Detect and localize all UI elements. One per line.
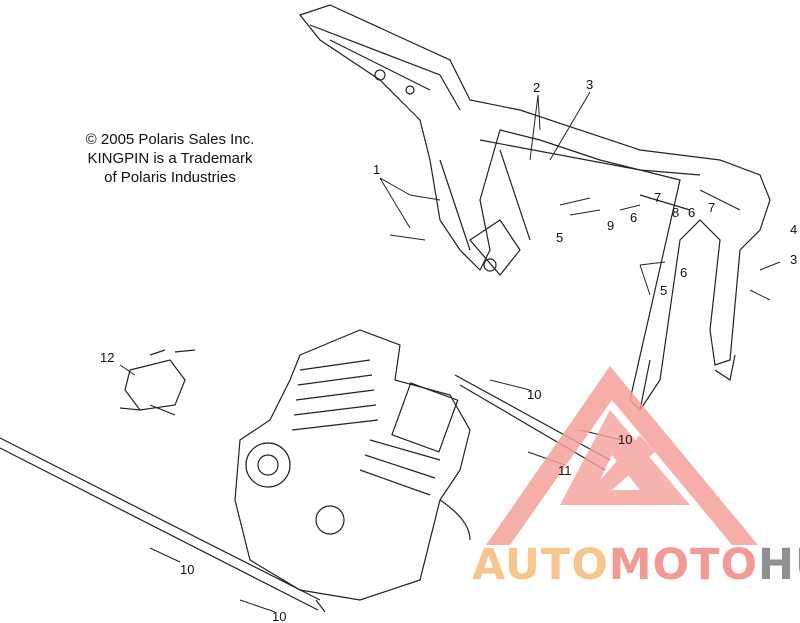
callout-11: 11: [558, 463, 572, 478]
callout-7: 7: [654, 190, 662, 205]
watermark-auto: AUTO: [472, 540, 609, 590]
callout-3b: 3: [790, 252, 798, 267]
callout-6b: 6: [688, 205, 696, 220]
copyright-line-3: of Polaris Industries: [104, 169, 236, 186]
callout-6c: 6: [680, 265, 688, 280]
callout-8: 8: [672, 205, 680, 220]
callout-1: 1: [373, 162, 381, 177]
watermark-logo: [486, 366, 758, 545]
callout-9: 9: [607, 218, 615, 233]
copyright-line-1: © 2005 Polaris Sales Inc.: [85, 131, 255, 148]
callout-10a: 10: [527, 387, 542, 402]
callout-4: 4: [790, 222, 798, 237]
callout-6: 6: [630, 210, 638, 225]
rods-drawing: [0, 349, 611, 613]
callout-12: 12: [100, 350, 115, 365]
callout-10c: 10: [180, 562, 195, 577]
watermark-hub: HUB: [758, 540, 800, 590]
watermark-text: AUTOMOTOHUB: [472, 540, 800, 590]
callout-7b: 7: [708, 200, 716, 215]
callout-5b: 5: [660, 283, 668, 298]
callout-3: 3: [586, 77, 594, 92]
watermark-moto: MOTO: [608, 540, 758, 590]
copyright-notice: © 2005 Polaris Sales Inc. KINGPIN is a T…: [60, 130, 280, 187]
frame-drawing: [298, 4, 771, 411]
callout-5: 5: [556, 230, 564, 245]
callout-10d: 10: [272, 609, 287, 623]
engine-drawing: [234, 329, 471, 601]
bolts-and-leaders: [119, 91, 781, 613]
callout-10b: 10: [618, 432, 633, 447]
callout-2: 2: [533, 80, 541, 95]
copyright-line-2: KINGPIN is a Trademark: [87, 150, 253, 167]
